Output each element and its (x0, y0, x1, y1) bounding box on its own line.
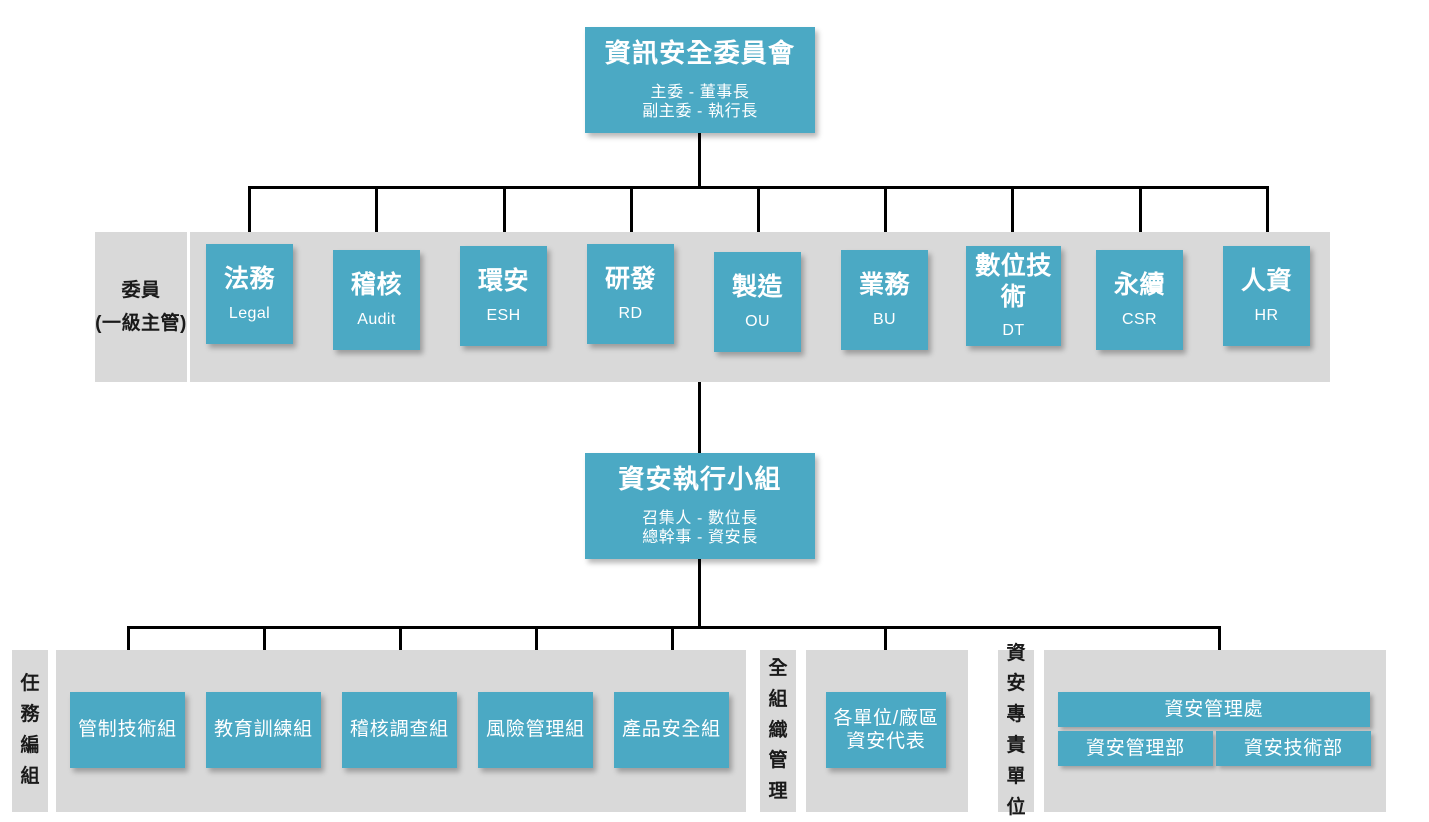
node-label-en: OU (745, 312, 770, 330)
node-label-en: Legal (228, 304, 271, 322)
task-force-row-label-char: 任 (20, 673, 40, 695)
node-label-cn: 產品安全組 (621, 719, 721, 741)
connector-committee-to-execution (698, 382, 701, 454)
node-root-title: 資訊安全委員會 (604, 38, 796, 69)
connector-drop-bu (884, 186, 887, 250)
node-label-en: CSR (1122, 310, 1157, 328)
node-security-technology-dept[interactable]: 資安技術部 (1216, 731, 1371, 766)
node-label-cn: 業務 (858, 271, 910, 300)
connector-drop-legal (248, 186, 251, 244)
org-wide-row-label-char: 理 (768, 781, 788, 803)
org-wide-row-label-char: 組 (768, 688, 788, 710)
node-committee-audit[interactable]: 稽核 Audit (333, 250, 420, 350)
dedicated-unit-row-label-char: 資 (1006, 642, 1026, 664)
node-label-cn: 稽核 (350, 271, 402, 300)
dedicated-unit-row-label-char: 專 (1006, 704, 1026, 726)
node-label-cn: 資安管理處 (1164, 698, 1264, 720)
org-wide-row-label: 全 組 織 管 理 (760, 650, 796, 812)
node-label-cn: 資安技術部 (1243, 737, 1343, 759)
node-committee-ou[interactable]: 製造 OU (714, 252, 801, 352)
node-label-en: ESH (486, 306, 521, 324)
node-label-line1: 各單位/廠區 (833, 707, 939, 729)
connector-root-stem (698, 133, 701, 189)
node-committee-bu[interactable]: 業務 BU (841, 250, 928, 350)
node-root-vice-chair: 副主委 - 執行長 (642, 103, 758, 121)
connector-drop-hr (1266, 186, 1269, 246)
connector-bottom-bus (127, 626, 1221, 629)
dedicated-unit-row-label-char: 責 (1006, 735, 1026, 756)
committee-row-label-line2: (一級主管) (95, 313, 187, 334)
node-committee-csr[interactable]: 永續 CSR (1096, 250, 1183, 350)
dedicated-unit-row-label-char: 單 (1006, 765, 1026, 787)
task-force-row-label: 任 務 編 組 (12, 650, 48, 812)
node-label-cn: 風險管理組 (485, 719, 585, 741)
connector-drop-esh (503, 186, 506, 246)
node-execution-convener: 召集人 - 數位長 (642, 509, 758, 527)
node-label-cn: 資安管理部 (1085, 737, 1185, 759)
node-committee-esh[interactable]: 環安 ESH (460, 246, 547, 346)
node-root-committee[interactable]: 資訊安全委員會 主委 - 董事長 副主委 - 執行長 (585, 27, 815, 133)
node-label-cn: 管制技術組 (77, 719, 177, 741)
node-task-product-security[interactable]: 產品安全組 (614, 692, 729, 768)
connector-drop-audit (375, 186, 378, 250)
node-label-cn: 稽核調查組 (349, 719, 449, 741)
node-label-cn: 環安 (477, 267, 529, 296)
node-task-training[interactable]: 教育訓練組 (206, 692, 321, 768)
node-root-chair: 主委 - 董事長 (650, 83, 750, 101)
node-label-cn: 人資 (1240, 267, 1292, 296)
dedicated-unit-row-label-char: 位 (1006, 796, 1026, 818)
node-task-control-tech[interactable]: 管制技術組 (70, 692, 185, 768)
node-label-cn: 數位技術 (975, 252, 1052, 311)
connector-drop-dt (1011, 186, 1014, 246)
node-task-risk-mgmt[interactable]: 風險管理組 (478, 692, 593, 768)
dedicated-unit-row-label: 資 安 專 責 單 位 (998, 643, 1034, 818)
node-label-cn: 製造 (731, 273, 783, 302)
connector-drop-ou (757, 186, 760, 252)
committee-row-label: 委員 (一級主管) (95, 232, 187, 382)
node-task-audit-investigation[interactable]: 稽核調查組 (342, 692, 457, 768)
node-site-security-reps[interactable]: 各單位/廠區 資安代表 (826, 692, 946, 768)
committee-row-label-line1: 委員 (121, 279, 161, 301)
org-wide-row-label-char: 管 (768, 750, 788, 772)
node-label-en: BU (872, 310, 897, 328)
node-label-cn: 教育訓練組 (213, 719, 313, 741)
task-force-row-label-char: 務 (20, 704, 40, 726)
node-label-en: HR (1254, 306, 1279, 324)
org-wide-row-label-char: 織 (768, 719, 788, 741)
dedicated-unit-row-label-char: 安 (1006, 673, 1026, 695)
node-security-management-dept[interactable]: 資安管理部 (1058, 731, 1213, 766)
task-force-row-label-char: 組 (20, 765, 40, 787)
node-label-line2: 資安代表 (846, 731, 926, 752)
node-execution-team[interactable]: 資安執行小組 召集人 - 數位長 總幹事 - 資安長 (585, 453, 815, 559)
node-execution-title: 資安執行小組 (618, 464, 782, 495)
node-label-en: RD (618, 304, 643, 322)
connector-drop-rd (630, 186, 633, 244)
org-wide-row-label-char: 全 (768, 658, 788, 680)
task-force-row-label-char: 編 (20, 735, 40, 756)
node-label-cn: 研發 (604, 265, 656, 294)
node-label-en: DT (1002, 322, 1025, 340)
node-committee-hr[interactable]: 人資 HR (1223, 246, 1310, 346)
node-execution-secretary: 總幹事 - 資安長 (642, 529, 758, 547)
node-label-cn: 永續 (1113, 271, 1165, 300)
connector-execution-stem (698, 559, 701, 628)
node-committee-dt[interactable]: 數位技術 DT (966, 246, 1061, 346)
node-label-en: Audit (357, 310, 396, 328)
node-committee-legal[interactable]: 法務 Legal (206, 244, 293, 344)
connector-drop-csr (1139, 186, 1142, 250)
node-committee-rd[interactable]: 研發 RD (587, 244, 674, 344)
node-security-management-office[interactable]: 資安管理處 (1058, 692, 1370, 727)
node-label-cn: 法務 (223, 265, 275, 294)
